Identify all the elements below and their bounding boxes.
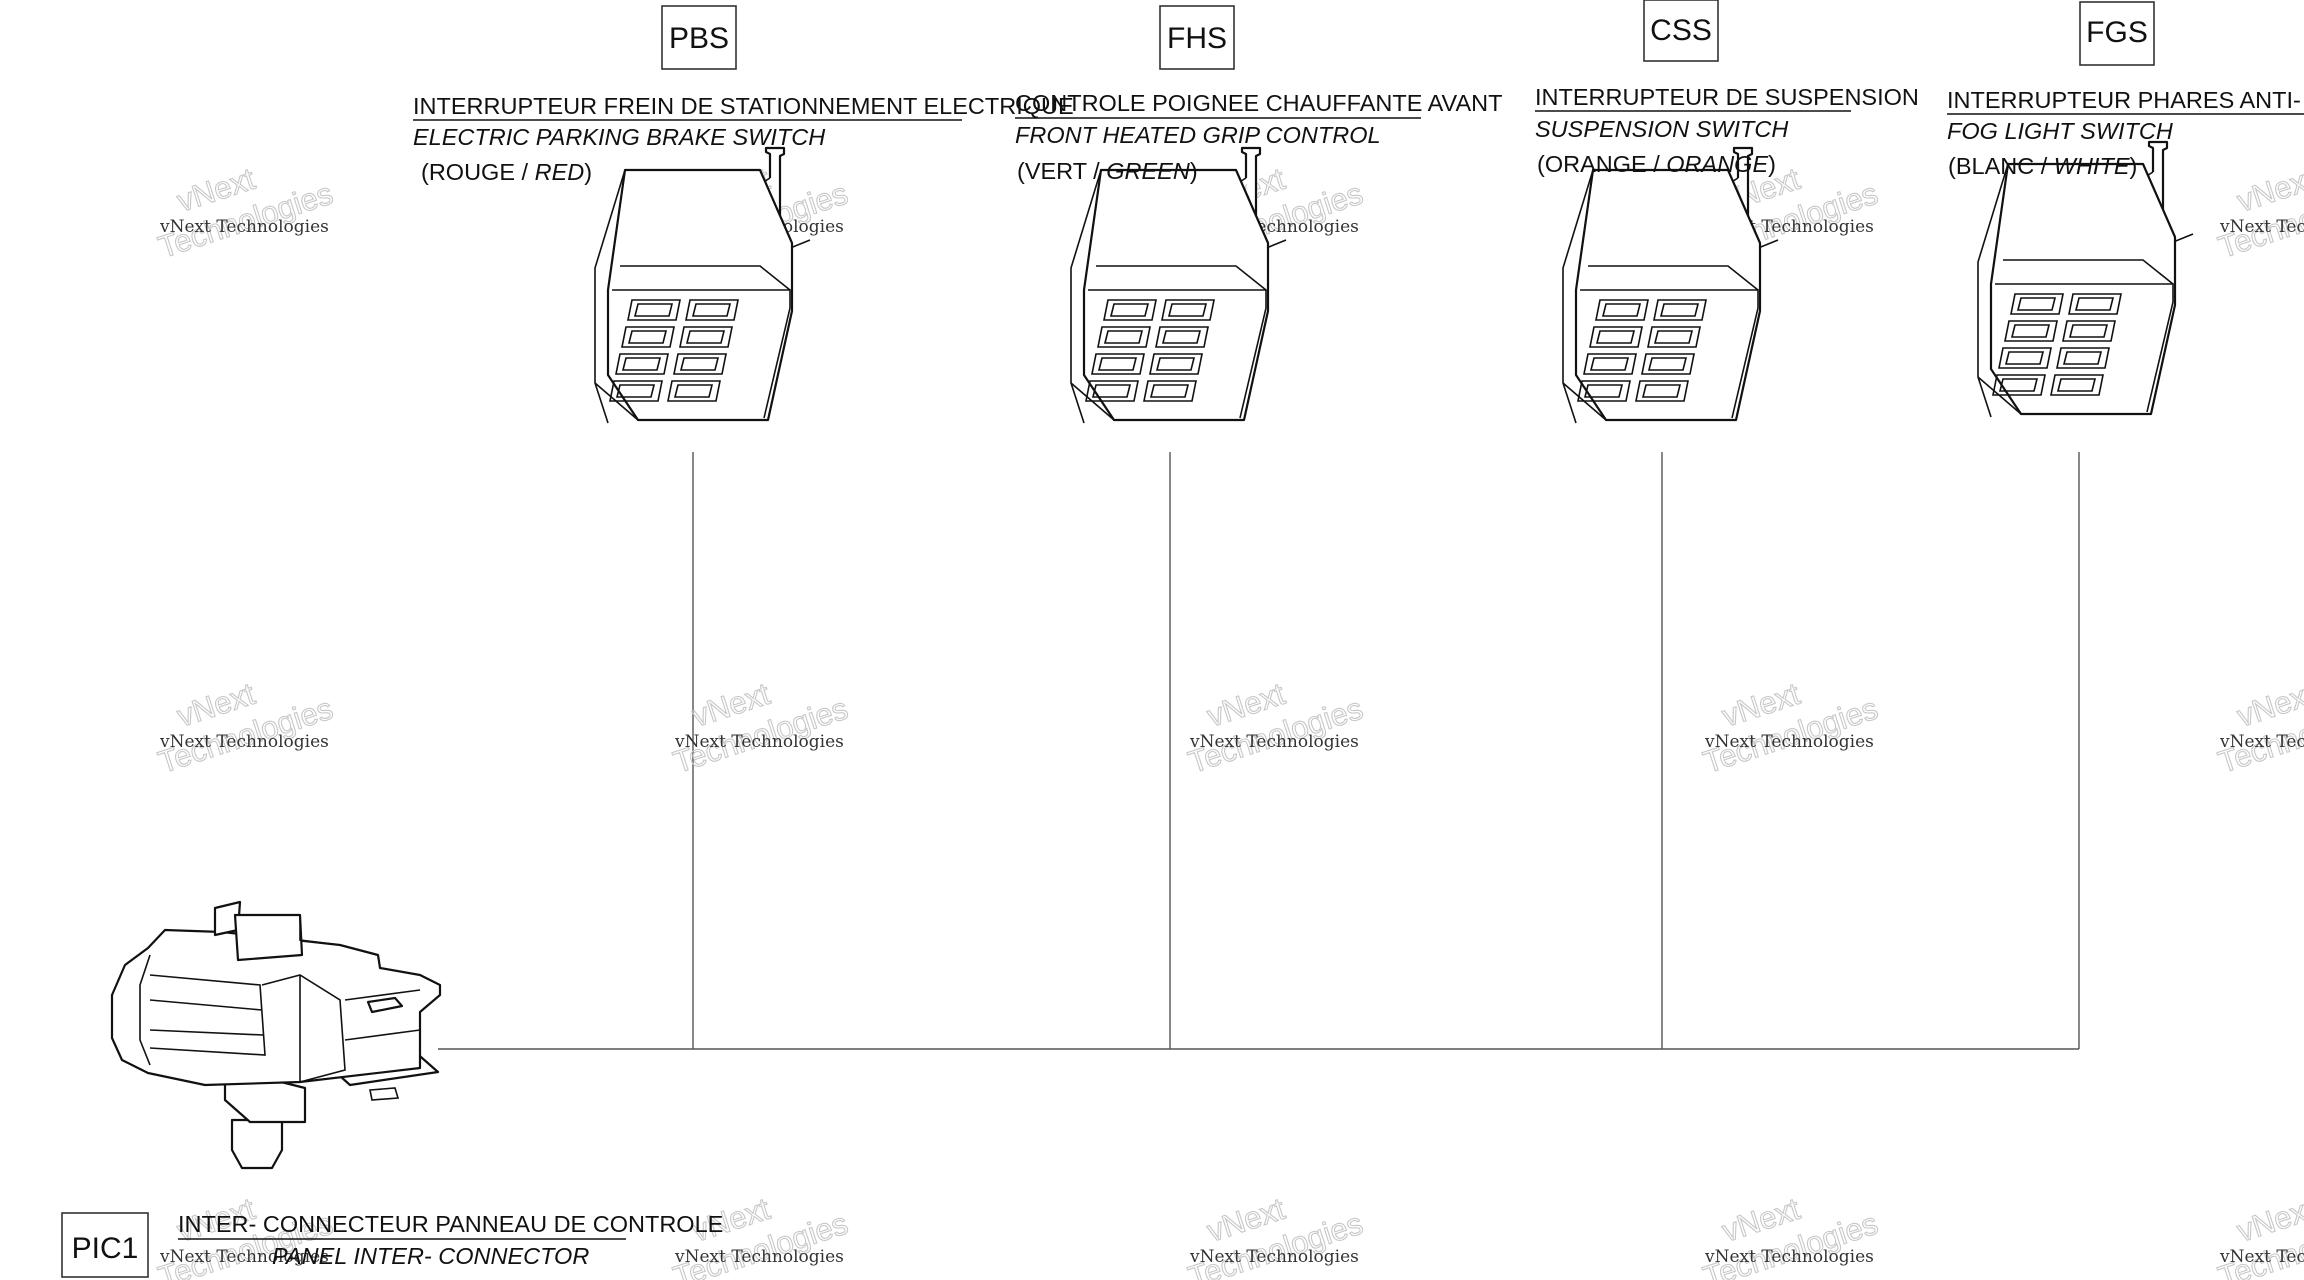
connector-css-color: (ORANGE / ORANGE) bbox=[1537, 151, 1776, 177]
connector-fgs-code: FGS bbox=[2079, 1, 2155, 66]
svg-text:vNext Technologies: vNext Technologies bbox=[674, 732, 844, 752]
connector-fhs-code: FHS bbox=[1159, 5, 1235, 70]
connector-css-drawing bbox=[1561, 146, 1780, 425]
connector-pbs-code: PBS bbox=[661, 5, 737, 70]
svg-text:CSS: CSS bbox=[1650, 14, 1712, 47]
svg-text:vNext Technologies: vNext Technologies bbox=[1189, 1247, 1359, 1267]
connector-pbs-name-fr: INTERRUPTEUR FREIN DE STATIONNEMENT ELEC… bbox=[413, 93, 1074, 119]
svg-text:vNext Technologies: vNext Technologies bbox=[159, 1247, 329, 1267]
connector-css-name-fr: INTERRUPTEUR DE SUSPENSION bbox=[1535, 84, 1919, 110]
connector-fgs-label: INTERRUPTEUR PHARES ANTI- BROUILLARD FOG… bbox=[1947, 87, 2304, 179]
connector-pbs-drawing bbox=[593, 146, 812, 425]
connector-fhs-label: CONTROLE POIGNEE CHAUFFANTE AVANT FRONT … bbox=[1015, 90, 1502, 184]
connector-pbs-color: (ROUGE / RED) bbox=[421, 159, 592, 185]
connector-fhs-color: (VERT / GREEN) bbox=[1017, 158, 1198, 184]
connector-fgs-color: (BLANC / WHITE) bbox=[1948, 153, 2137, 179]
connector-fgs-name-en: FOG LIGHT SWITCH bbox=[1947, 118, 2173, 144]
pic1-label: INTER- CONNECTEUR PANNEAU DE CONTROLE PA… bbox=[178, 1211, 723, 1269]
svg-text:PBS: PBS bbox=[669, 22, 729, 55]
pic1-name-fr: INTER- CONNECTEUR PANNEAU DE CONTROLE bbox=[178, 1211, 723, 1237]
connector-fgs-drawing bbox=[1976, 140, 2195, 419]
connector-css-name-en: SUSPENSION SWITCH bbox=[1535, 116, 1788, 142]
svg-text:vNext Technologies: vNext Technologies bbox=[159, 217, 329, 237]
connector-pbs-name-en: ELECTRIC PARKING BRAKE SWITCH bbox=[413, 124, 825, 150]
svg-text:vNext Technologies: vNext Technologies bbox=[1704, 1247, 1874, 1267]
connector-fgs-name-fr: INTERRUPTEUR PHARES ANTI- BROUILLARD bbox=[1947, 87, 2304, 113]
svg-text:vNext Technologies: vNext Technologies bbox=[1704, 732, 1874, 752]
svg-text:vNext Technologies: vNext Technologies bbox=[2219, 1247, 2304, 1267]
pic1-code: PIC1 bbox=[61, 1212, 149, 1278]
connector-css-label: INTERRUPTEUR DE SUSPENSION SUSPENSION SW… bbox=[1535, 84, 1919, 177]
connector-fhs-name-fr: CONTROLE POIGNEE CHAUFFANTE AVANT bbox=[1015, 90, 1502, 116]
svg-text:FHS: FHS bbox=[1167, 22, 1227, 55]
connector-pbs-label: INTERRUPTEUR FREIN DE STATIONNEMENT ELEC… bbox=[413, 93, 1074, 185]
connector-css-code: CSS bbox=[1643, 0, 1719, 62]
svg-text:PIC1: PIC1 bbox=[72, 1232, 139, 1265]
svg-text:FGS: FGS bbox=[2086, 16, 2148, 49]
wire-harness bbox=[438, 452, 2080, 1050]
svg-text:vNext Technologies: vNext Technologies bbox=[674, 1247, 844, 1267]
pic1-name-en: PANEL INTER- CONNECTOR bbox=[272, 1243, 589, 1269]
svg-text:vNext Technologies: vNext Technologies bbox=[159, 732, 329, 752]
svg-text:vNext Technologies: vNext Technologies bbox=[2219, 217, 2304, 237]
svg-text:vNext Technologies: vNext Technologies bbox=[1189, 732, 1359, 752]
connector-fhs-drawing bbox=[1069, 146, 1288, 425]
pic1-connector-drawing bbox=[110, 900, 442, 1170]
connector-fhs-name-en: FRONT HEATED GRIP CONTROL bbox=[1015, 122, 1381, 148]
svg-text:vNext Technologies: vNext Technologies bbox=[2219, 732, 2304, 752]
